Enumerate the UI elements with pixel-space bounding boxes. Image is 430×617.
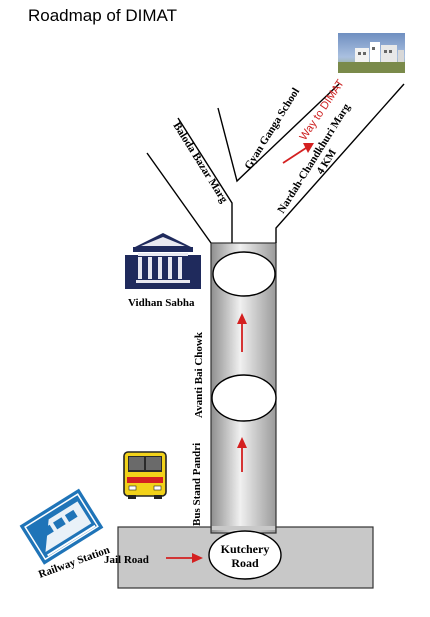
kutchery-road-label-line1: Kutchery: [221, 542, 270, 556]
bus-icon: [123, 451, 167, 499]
kutchery-road-roundabout: [208, 530, 282, 580]
vidhan-sabha-roundabout: [212, 251, 276, 297]
avanti-bai-chowk-roundabout: [211, 374, 277, 422]
government-building-icon: [125, 233, 201, 289]
campus-photo: [338, 33, 405, 73]
baloda-bazar-marg-label: Baloda Bazar Marg: [170, 120, 230, 205]
upper-roads: [146, 83, 405, 244]
bus-stand-pandri-label: Bus Stand Pandri: [191, 443, 203, 526]
train-station-icon: [19, 488, 104, 565]
avanti-bai-chowk-label: Avanti Bai Chowk: [193, 331, 205, 418]
kutchery-road-label-line2: Road: [231, 556, 259, 570]
vidhan-sabha-label: Vidhan Sabha: [128, 297, 195, 309]
direction-arrows: [166, 143, 314, 563]
jail-road-label: Jail Road: [104, 554, 149, 566]
map-title: Roadmap of DIMAT: [28, 6, 177, 25]
gyan-ganga-school-label: Gyan Ganga School: [242, 86, 302, 172]
